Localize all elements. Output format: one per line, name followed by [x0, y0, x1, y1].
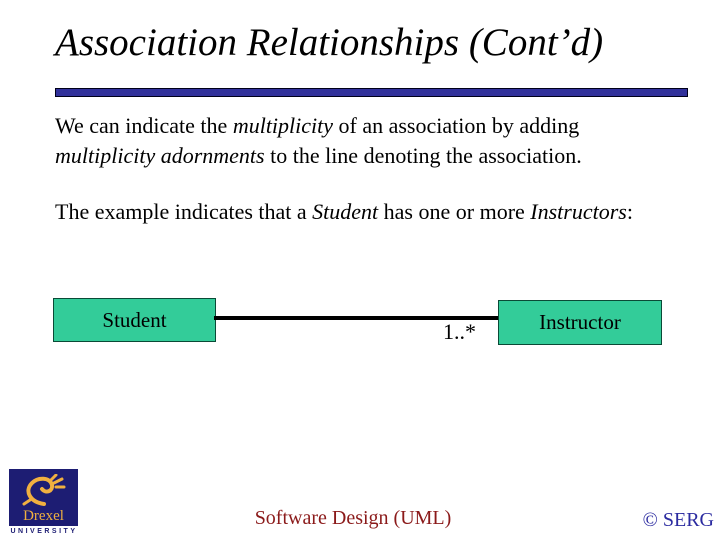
paragraph-text: has one or more [378, 199, 531, 224]
slide-title: Association Relationships (Cont’d) [55, 21, 604, 64]
drexel-university-logo: Drexel UNIVERSITY [9, 469, 79, 535]
footer-copyright: © SERG [642, 509, 714, 531]
logo-square: Drexel [9, 469, 78, 526]
uml-class-label: Student [102, 307, 167, 332]
paragraph-multiplicity: We can indicate the multiplicity of an a… [55, 111, 645, 171]
paragraph-text: The example indicates that a [55, 199, 313, 224]
association-line [214, 316, 498, 320]
paragraph-emphasis: multiplicity [232, 113, 334, 138]
uml-class-label: Instructor [539, 310, 621, 334]
uml-class-box-student: Student [53, 298, 216, 342]
logo-wordmark: Drexel [23, 508, 64, 524]
paragraph-example: The example indicates that a Student has… [55, 197, 645, 227]
title-divider-bar [55, 88, 688, 97]
paragraph-text: to the line denoting the association. [264, 143, 582, 168]
logo-university-text: UNIVERSITY [10, 528, 78, 535]
paragraph-emphasis: Instructors [530, 199, 627, 224]
paragraph-text: : [626, 199, 633, 224]
footer-course-title: Software Design (UML) [254, 507, 452, 529]
dragon-icon [16, 473, 72, 511]
paragraph-text: We can indicate the [55, 113, 233, 138]
uml-class-box-instructor: Instructor [498, 300, 662, 345]
paragraph-text: of an association by adding [333, 113, 580, 138]
multiplicity-adornment: 1..* [443, 319, 476, 344]
paragraph-emphasis: multiplicity adornments [55, 143, 265, 168]
paragraph-emphasis: Student [312, 199, 379, 224]
